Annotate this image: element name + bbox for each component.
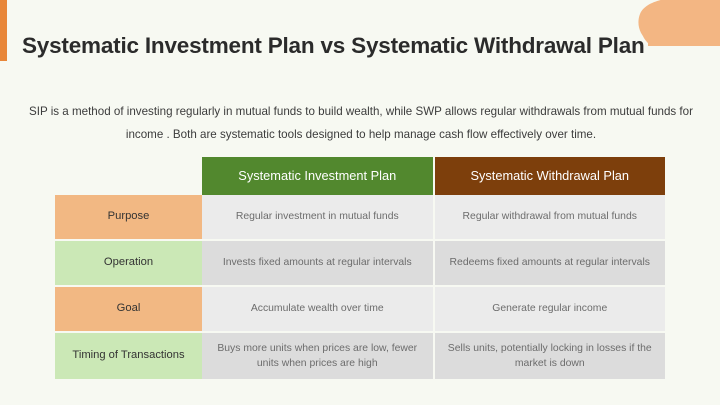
table-row: Operation Invests fixed amounts at regul… (55, 241, 665, 287)
cell-purpose-sip: Regular investment in mutual funds (202, 195, 435, 241)
comparison-table: Systematic Investment Plan Systematic Wi… (55, 157, 665, 379)
cell-goal-swp: Generate regular income (434, 287, 665, 333)
column-header-sip: Systematic Investment Plan (202, 157, 435, 195)
page-title: Systematic Investment Plan vs Systematic… (22, 33, 645, 59)
table-corner-cell (55, 157, 202, 195)
cell-timing-swp: Sells units, potentially locking in loss… (434, 333, 665, 379)
intro-paragraph: SIP is a method of investing regularly i… (29, 104, 693, 142)
title-accent-bar (0, 0, 7, 61)
row-label-timing: Timing of Transactions (55, 333, 202, 379)
row-label-goal: Goal (55, 287, 202, 333)
cell-timing-sip: Buys more units when prices are low, few… (202, 333, 435, 379)
table-row: Purpose Regular investment in mutual fun… (55, 195, 665, 241)
cell-purpose-swp: Regular withdrawal from mutual funds (434, 195, 665, 241)
table-row: Timing of Transactions Buys more units w… (55, 333, 665, 379)
cell-operation-swp: Redeems fixed amounts at regular interva… (434, 241, 665, 287)
row-label-operation: Operation (55, 241, 202, 287)
table-header-row: Systematic Investment Plan Systematic Wi… (55, 157, 665, 195)
cell-operation-sip: Invests fixed amounts at regular interva… (202, 241, 435, 287)
table-row: Goal Accumulate wealth over time Generat… (55, 287, 665, 333)
column-header-swp: Systematic Withdrawal Plan (434, 157, 665, 195)
cell-goal-sip: Accumulate wealth over time (202, 287, 435, 333)
row-label-purpose: Purpose (55, 195, 202, 241)
